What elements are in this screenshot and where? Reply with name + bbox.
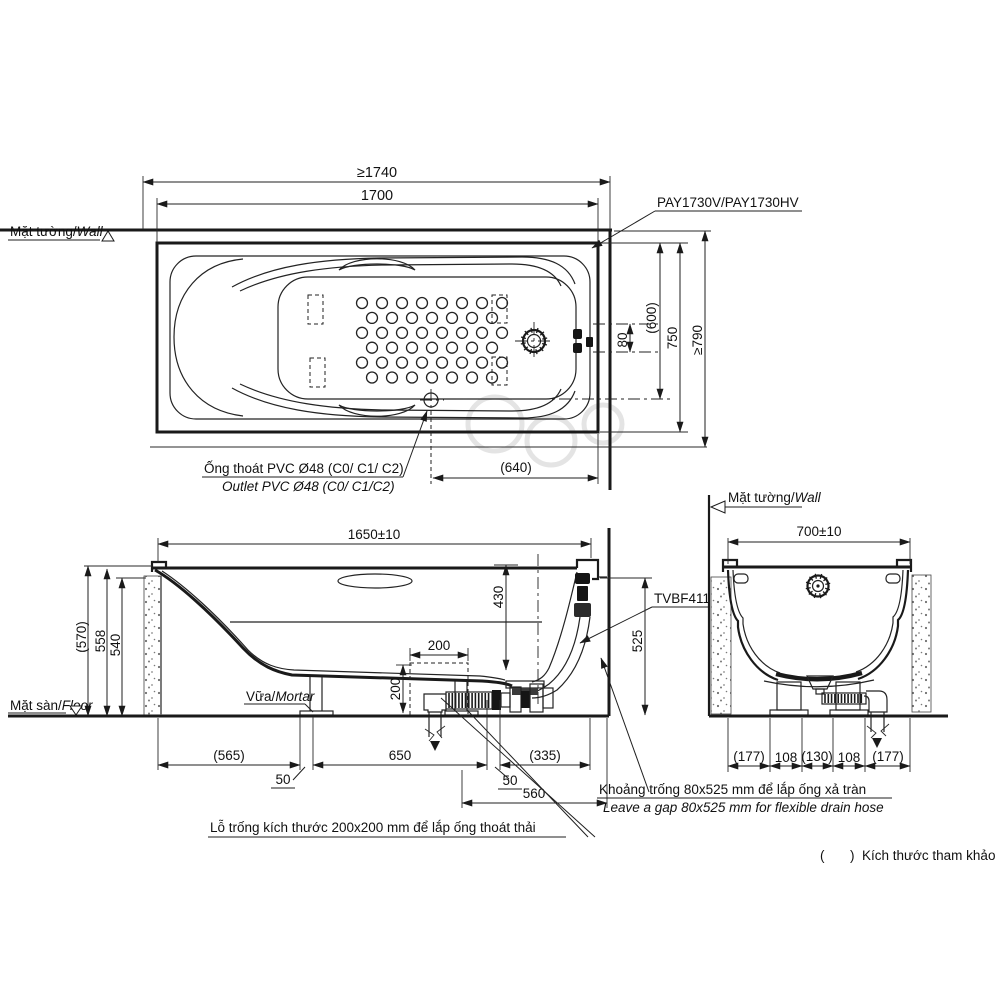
outlet-label: Ống thoát PVC Ø48 (C0/ C1/ C2) Outlet PV…: [202, 410, 428, 494]
reference-note: ( ) Kích thước tham khảo: [820, 848, 995, 863]
top-view: [0, 228, 707, 716]
tub-right-wall: [531, 571, 578, 683]
gap-note: Khoảng trống 80x525 mm để lắp ống xả trà…: [597, 657, 892, 815]
soap-recess: [337, 573, 413, 589]
dim-end-width: 700±10: [797, 524, 842, 539]
end-rim-hook-left: [721, 558, 739, 572]
anti-slip-dots: [355, 296, 509, 384]
deck-curve: [239, 263, 562, 292]
wall-hatch-end-right: [911, 574, 932, 713]
hole-note: Lỗ trống kích thước 200x200 mm để lắp ốn…: [208, 697, 596, 838]
wall-end-marker: [709, 500, 726, 514]
dim-177a: (177): [733, 749, 765, 764]
dim-length: 1700: [361, 188, 393, 204]
drain: [515, 322, 553, 360]
end-view: Mặt tường/Wall: [707, 490, 948, 748]
dim-560: 560: [523, 786, 546, 801]
dim-overall-width: ≥790: [690, 325, 705, 355]
dim-drain-600: (600): [644, 302, 659, 334]
wall-end-text: Mặt tường/Wall: [728, 490, 822, 505]
side-view: [8, 554, 609, 751]
dim-hole-width: 200: [428, 638, 451, 653]
bathtub-outer-rim: [155, 241, 600, 434]
model-label: PAY1730V/PAY1730HV: [591, 195, 802, 249]
outlet-label-vi: Ống thoát PVC Ø48 (C0/ C1/ C2): [204, 461, 404, 476]
outlet-label-en: Outlet PVC Ø48 (C0/ C1/C2): [222, 479, 395, 494]
floor-outlet: [420, 389, 670, 484]
wall-label: Mặt tường/Wall: [10, 224, 104, 239]
floor-marker: [69, 705, 83, 716]
dim-50a: 50: [275, 772, 290, 787]
deck-curve: [239, 383, 562, 412]
watermark: [465, 394, 625, 468]
dim-650: 650: [389, 748, 412, 763]
grab-stub-left: [733, 573, 749, 584]
dim-130: (130): [801, 749, 833, 764]
mortar-text: Vữa/Mortar: [246, 689, 315, 704]
dim-565: (565): [213, 748, 245, 763]
dim-gap-525: 525: [630, 630, 645, 653]
valve-label: TVBF411: [579, 591, 710, 644]
side-view-dimensions: 1650±10 (570) 558 540 430 525 200 200 (5…: [74, 527, 652, 808]
dim-height-540: 540: [108, 634, 123, 657]
dim-depth-430: 430: [491, 586, 506, 609]
overflow-face: [805, 573, 831, 599]
rim-left-hook: [150, 560, 168, 572]
end-basin-floor: [775, 670, 863, 682]
tub-shell-inner: [161, 570, 506, 681]
dim-108a: 108: [775, 750, 798, 765]
backrest-arc: [173, 258, 244, 417]
dim-overall-length: ≥1740: [357, 165, 397, 181]
rim-right-bracket: [575, 558, 600, 581]
dim-335: (335): [529, 748, 561, 763]
tub-shell-outer: [154, 568, 513, 688]
gap-note-en: Leave a gap 80x525 mm for flexible drain…: [603, 800, 884, 815]
end-bottom: [763, 679, 875, 688]
end-drain: [806, 675, 890, 748]
ref-close: ): [850, 848, 855, 863]
grab-handle-bottom: [338, 404, 416, 417]
floor-label: Mặt sàn/Floor: [8, 698, 93, 716]
hole-note-vi: Lỗ trống kích thước 200x200 mm để lắp ốn…: [210, 820, 536, 835]
wall-hatch-left: [143, 575, 162, 716]
end-rim-hook-right: [895, 558, 913, 572]
end-shell-left-inner: [732, 569, 781, 674]
end-shell-right-inner: [855, 569, 904, 673]
overflow-fitting: [573, 329, 593, 353]
dim-outlet-640: (640): [500, 460, 532, 475]
deck-curve: [231, 387, 576, 419]
waste-drain: [423, 683, 554, 751]
dim-108b: 108: [838, 750, 861, 765]
ref-text: Kích thước tham khảo: [862, 848, 995, 863]
wall-marker: [101, 230, 115, 242]
floor-hole-200x200: [409, 662, 469, 716]
dim-hole-height: 200: [388, 678, 403, 701]
dim-50b: 50: [502, 773, 517, 788]
dim-side-length: 1650±10: [348, 527, 400, 542]
dim-height-558: 558: [93, 630, 108, 653]
ref-open: (: [820, 848, 825, 863]
dim-height-570: (570): [74, 621, 89, 653]
mortar-label: Vữa/Mortar: [244, 689, 315, 713]
top-view-dimensions: ≥1740 1700 ≥790 750 (600) 80 (640): [142, 165, 711, 484]
deck-curve: [231, 256, 576, 288]
wall-label-end: Mặt tường/Wall: [709, 490, 822, 514]
model-number: PAY1730V/PAY1730HV: [657, 195, 799, 210]
valve-text: TVBF411: [654, 591, 710, 606]
dim-drain-offset: 80: [615, 332, 630, 347]
end-shell-left: [726, 569, 779, 682]
dim-177b: (177): [872, 749, 904, 764]
grab-stub-right: [885, 573, 901, 584]
end-shell-right: [857, 569, 910, 681]
grab-handle-top: [338, 258, 416, 271]
wall-hatch-end-left: [710, 576, 732, 715]
dim-width: 750: [665, 327, 680, 350]
wall-label-top: Mặt tường/Wall: [8, 224, 115, 242]
gap-note-vi: Khoảng trống 80x525 mm để lắp ống xả trà…: [599, 782, 866, 797]
end-view-dimensions: 700±10 (177) 108 (130) 108 (177): [727, 524, 911, 772]
